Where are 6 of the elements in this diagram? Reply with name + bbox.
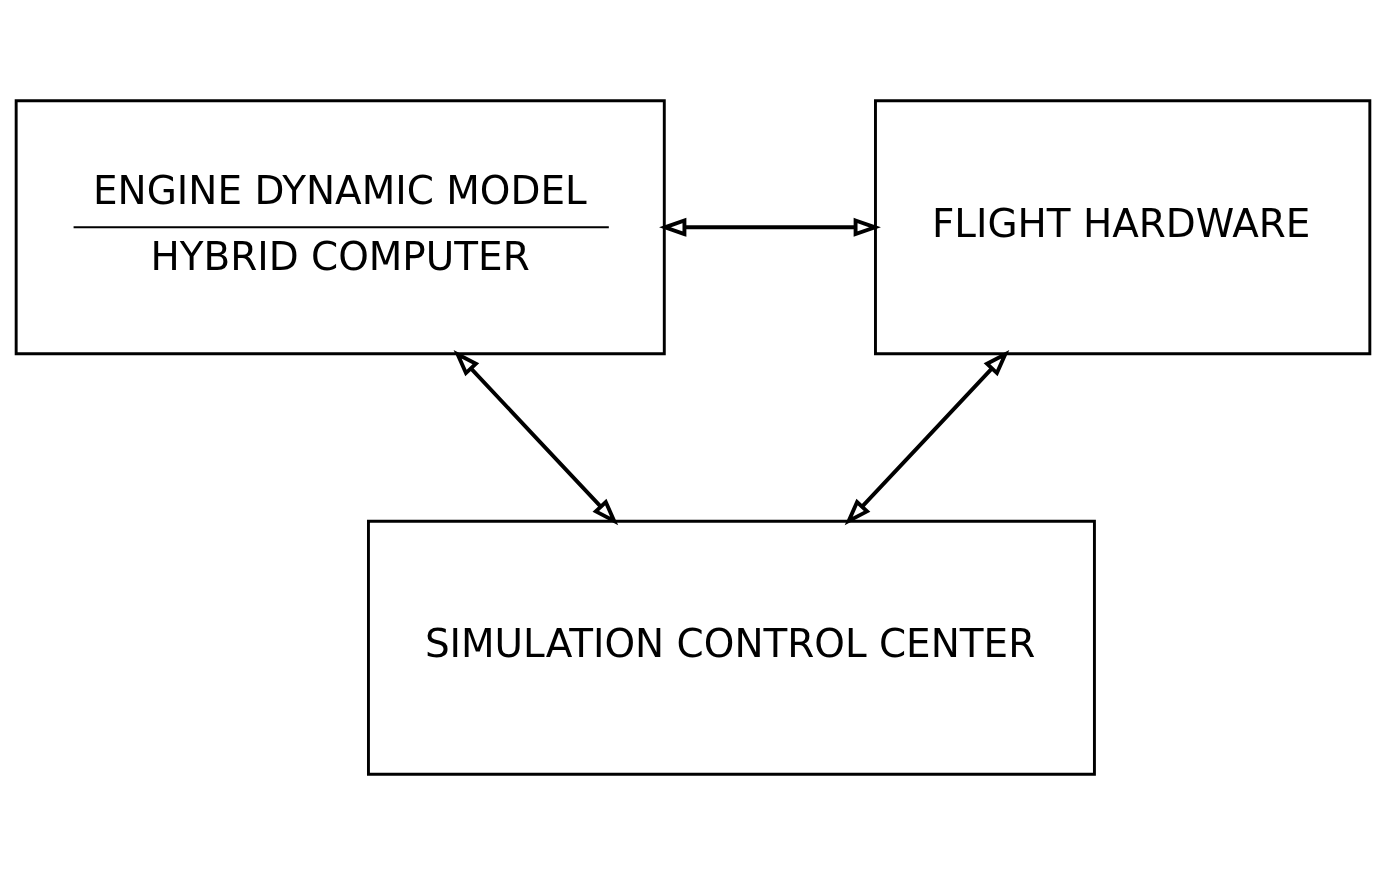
arrow xyxy=(844,349,1010,525)
node-box: FLIGHT HARDWARE xyxy=(874,98,1372,355)
node-box: SIMULATION CONTROL CENTER xyxy=(367,519,1096,776)
arrow xyxy=(453,349,619,525)
node-box: ENGINE DYNAMIC MODEL HYBRID COMPUTER xyxy=(14,98,666,355)
arrow xyxy=(659,217,881,237)
